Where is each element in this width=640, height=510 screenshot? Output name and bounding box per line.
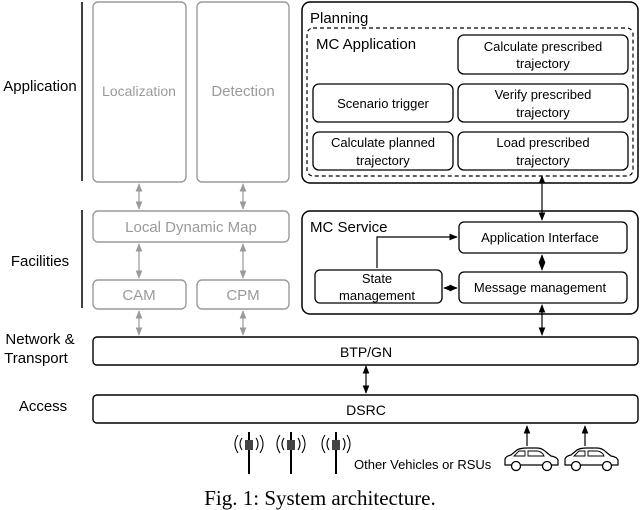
scenario-trigger-label: Scenario trigger [337, 96, 429, 111]
calculate-prescribed-line1: Calculate prescribed [484, 39, 603, 54]
load-prescribed-line1: Load prescribed [496, 135, 589, 150]
layer-label-network-line2: Transport [4, 350, 68, 367]
verify-prescribed-line2: trajectory [516, 105, 570, 120]
scenario-trigger-box [312, 83, 454, 123]
ldm-box [92, 210, 290, 243]
calculate-prescribed-box [457, 34, 629, 75]
mc-service-box [301, 210, 639, 315]
dsrc-bar [92, 394, 639, 424]
dsrc-label: DSRC [346, 402, 386, 418]
verify-prescribed-line1: Verify prescribed [495, 87, 592, 102]
architecture-diagram: Application Facilities Network & Transpo… [3, 1, 639, 474]
state-management-line1: State [362, 271, 392, 286]
mc-application-title: MC Application [316, 36, 416, 53]
state-management-box [314, 269, 443, 304]
btp-gn-label: BTP/GN [340, 344, 392, 360]
mc-service-title: MC Service [310, 219, 388, 236]
car-icon [564, 447, 619, 472]
ldm-label: Local Dynamic Map [125, 219, 257, 236]
calculate-planned-line1: Calculate planned [331, 135, 435, 150]
rsu-antenna-icon [321, 432, 351, 474]
layer-label-facilities: Facilities [11, 253, 69, 270]
detection-box [196, 1, 290, 183]
localization-label: Localization [102, 83, 176, 99]
figure-caption: Fig. 1: System architecture. [204, 486, 436, 510]
verify-prescribed-box [457, 83, 629, 123]
other-vehicles-label: Other Vehicles or RSUs [354, 457, 492, 472]
cpm-label: CPM [226, 287, 259, 304]
layer-label-access: Access [19, 398, 67, 415]
detection-label: Detection [211, 83, 274, 100]
load-prescribed-line2: trajectory [516, 153, 570, 168]
calculate-prescribed-line2: trajectory [516, 56, 570, 71]
state-management-line2: management [339, 288, 415, 303]
rsu-antenna-icon [276, 432, 306, 474]
application-interface-box [458, 221, 628, 254]
application-interface-label: Application Interface [481, 230, 599, 245]
cpm-box [196, 279, 290, 310]
arrow-state-interface [376, 233, 458, 268]
load-prescribed-box [457, 131, 629, 171]
mc-application-box [306, 27, 634, 177]
planning-title: Planning [310, 10, 368, 27]
btp-gn-bar [92, 336, 639, 366]
cam-box [92, 279, 187, 310]
planning-box [301, 1, 639, 184]
calculate-planned-line2: trajectory [356, 153, 410, 168]
layer-label-network-line1: Network & [5, 331, 74, 348]
localization-box [92, 1, 187, 183]
rsu-antenna-icon [234, 432, 264, 474]
cam-label: CAM [122, 287, 155, 304]
calculate-planned-box [312, 131, 454, 171]
message-management-box [458, 271, 628, 304]
layer-label-application: Application [3, 78, 76, 95]
message-management-label: Message management [474, 280, 607, 295]
car-icon [504, 447, 559, 472]
